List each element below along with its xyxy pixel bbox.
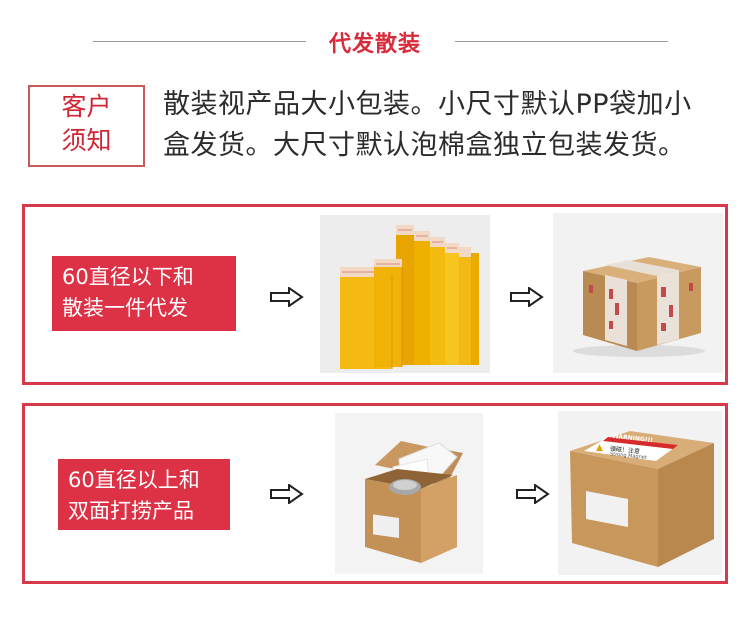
warning-box-photo: WARNING!!! ▲ 强磁！注意 Strong Magnet [558,411,722,575]
notice-label-box [28,85,145,167]
large-items-tag-line1: 60直径以上和 [68,468,200,492]
large-items-tag: 60直径以上和 双面打捞产品 [58,459,230,530]
right-arrow-icon [270,287,304,307]
right-arrow-icon [270,484,304,504]
bubble-mailers-photo [320,215,490,373]
notice-text: 散装视产品大小包装。小尺寸默认PP袋加小 盒发货。大尺寸默认泡棉盒独立包装发货。 [163,84,723,166]
right-arrow-icon [516,484,550,504]
small-items-tag-line1: 60直径以下和 [62,265,194,289]
warning-box-drawing [570,431,714,567]
page-title: 代发散装 [328,32,421,57]
notice-text-line1: 散装视产品大小包装。小尺寸默认PP袋加小 [163,89,692,120]
large-items-panel [22,403,728,584]
small-items-tag-line2: 散装一件代发 [62,296,188,320]
notice-label: 客户 须知 [38,90,135,158]
small-items-panel [22,204,728,385]
notice-text-line2: 盒发货。大尺寸默认泡棉盒独立包装发货。 [163,130,686,161]
warning-triangle-icon: ▲ [596,443,603,453]
header-divider-left [93,41,306,42]
header-divider-right [455,41,668,42]
large-items-tag-line2: 双面打捞产品 [68,499,194,523]
small-items-tag: 60直径以下和 散装一件代发 [52,256,236,331]
notice-label-line2: 须知 [61,126,112,155]
open-foam-box-photo [335,413,483,574]
notice-label-line1: 客户 [61,92,112,121]
taped-box-photo [553,213,723,373]
right-arrow-icon [510,287,544,307]
